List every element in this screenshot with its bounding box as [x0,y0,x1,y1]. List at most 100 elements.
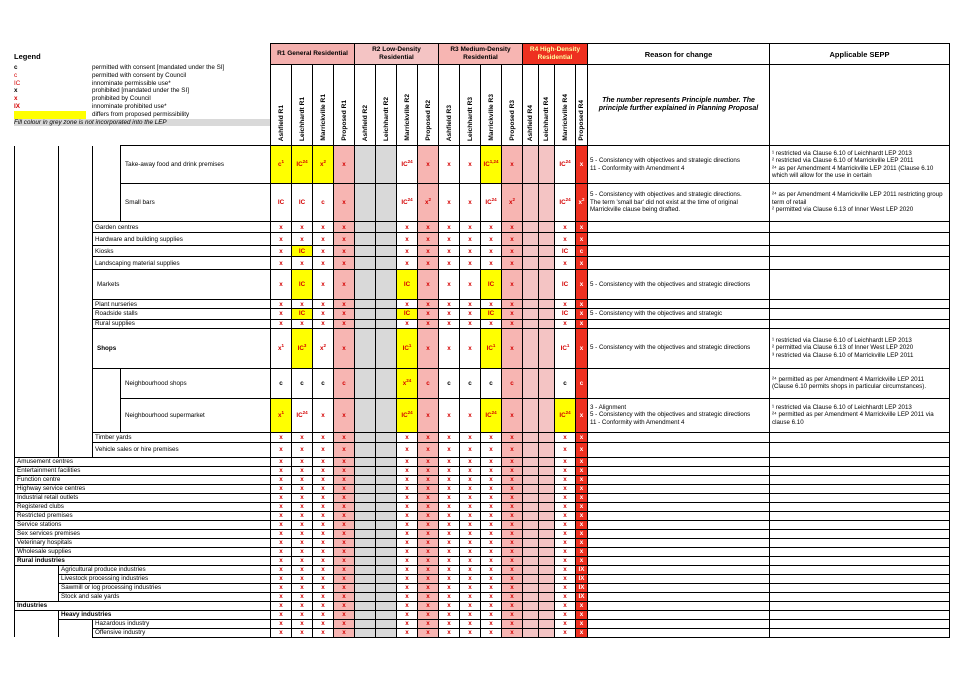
permissibility-value: x [342,530,346,537]
permissibility-cell: x [312,519,334,530]
sepp-cell [769,245,950,257]
indent-cell [14,256,59,270]
indent-cell [58,432,93,442]
permissibility-value: x [447,557,451,564]
permissibility-value: x [426,530,430,537]
permissibility-cell [354,483,376,494]
permissibility-value: x [405,548,409,555]
permissibility-value: x [300,620,304,627]
permissibility-footnote: 2 [323,342,327,348]
permissibility-cell [375,269,397,300]
permissibility-value: x [447,411,451,419]
permissibility-cell: x [501,318,523,329]
permissibility-footnote: 1 [408,342,412,348]
permissibility-cell: x [459,397,481,433]
permissibility-cell: x [270,627,292,638]
permissibility-cell: x [312,537,334,548]
permissibility-cell [375,299,397,309]
permissibility-cell [354,627,376,638]
permissibility-value: x [279,575,283,582]
permissibility-cell: x [291,256,313,270]
permissibility-value: IC [402,344,409,352]
permissibility-cell: x [459,564,481,575]
permissibility-cell [522,327,539,369]
permissibility-value: x [426,247,430,255]
permissibility-cell: x [459,546,481,557]
permissibility-value: x [510,548,514,555]
permissibility-cell: x [333,555,355,566]
indent-cell [14,245,59,257]
permissibility-cell: x [480,618,502,629]
permissibility-cell: x [396,492,418,503]
reason-cell [587,546,770,557]
permissibility-value: x [563,620,567,627]
permissibility-value: x [426,446,430,453]
permissibility-value: x [279,593,283,600]
sepp-header: Applicable SEPP [769,43,950,65]
permissibility-value: x [579,503,584,510]
indent-cell [58,398,93,432]
permissibility-cell [354,591,376,602]
permissibility-value: x [426,476,430,483]
permissibility-value: x [279,530,283,537]
permissibility-cell: x [480,501,502,512]
permissibility-cell: x [396,431,418,443]
permissibility-value: x [426,566,430,573]
permissibility-cell: x [417,397,439,433]
reason-cell [587,367,770,399]
permissibility-value: x [300,467,304,474]
permissibility-value: x [405,467,409,474]
permissibility-footnote: 24 [407,158,413,164]
permissibility-cell: x [480,609,502,620]
permissibility-cell [354,367,376,399]
permissibility-value: x [279,620,283,627]
permissibility-cell: x [291,441,313,458]
permissibility-cell [354,528,376,539]
permissibility-cell [538,573,555,584]
permissibility-cell: x [575,501,588,512]
permissibility-value: x [579,467,584,474]
permissibility-cell: x [333,145,355,184]
permissibility-cell: x [438,431,460,443]
permissibility-cell: x [417,232,439,246]
indent-cell [14,565,59,574]
permissibility-cell [354,546,376,557]
permissibility-cell [522,537,539,548]
permissibility-cell [375,183,397,222]
permissibility-cell: x [312,474,334,485]
permissibility-cell: x [396,318,418,329]
reason-cell [587,501,770,512]
reason-cell [587,256,770,270]
reason-cell [587,582,770,593]
permissibility-cell: x [312,397,334,433]
permissibility-cell [375,318,397,329]
permissibility-cell: x [333,591,355,602]
land-use-label: Rural industries [14,555,271,566]
permissibility-value: x [342,485,346,492]
permissibility-value: x [447,503,451,510]
reason-cell [587,465,770,476]
permissibility-value: IC [559,199,566,206]
permissibility-cell: x [417,483,439,494]
permissibility-value: x [447,467,451,474]
permissibility-value: x [279,539,283,546]
permissibility-value: x [489,494,493,501]
permissibility-cell: x [333,232,355,246]
permissibility-footnote: 24 [302,158,308,164]
permissibility-value: x [468,602,472,609]
land-use-label: Highway service centres [14,483,271,494]
permissibility-cell [354,431,376,443]
land-use-label: Industries [14,600,271,611]
indent-cell [14,368,59,398]
permissibility-cell: x [480,299,502,309]
permissibility-value: x [342,503,346,510]
permissibility-value: x [405,433,409,441]
permissibility-cell [375,582,397,593]
indent-cell [58,256,93,270]
permissibility-value: x [447,199,451,206]
